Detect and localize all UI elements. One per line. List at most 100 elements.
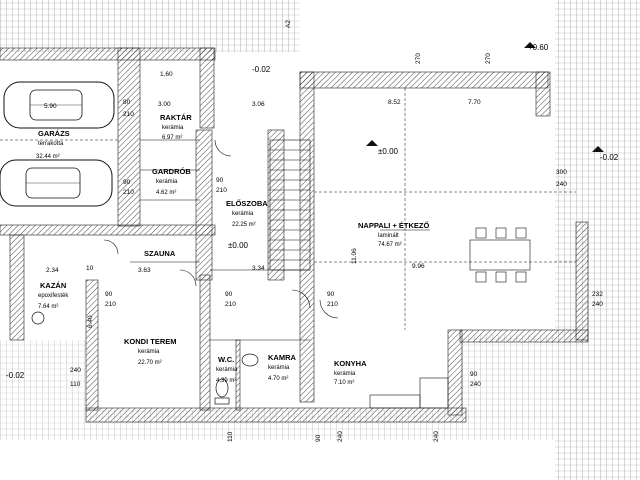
room-label-kamra: KAMRA kerámia 4.70 m² — [268, 353, 296, 382]
opening-label: 110 — [70, 381, 81, 388]
svg-text:32.44 m²: 32.44 m² — [36, 154, 60, 160]
svg-text:GARDRÓB: GARDRÓB — [152, 167, 191, 176]
opening-label: 90 — [216, 177, 224, 184]
opening-label: 300 — [556, 169, 567, 176]
svg-text:kerámia: kerámia — [232, 211, 254, 217]
svg-text:22.25 m²: 22.25 m² — [232, 222, 256, 228]
svg-text:22.70 m²: 22.70 m² — [138, 360, 162, 366]
level-hall: ±0.00 — [228, 241, 249, 250]
opening-label: 90 — [123, 179, 131, 186]
svg-text:7.64 m²: 7.64 m² — [38, 304, 58, 310]
svg-text:kerámia: kerámia — [156, 179, 178, 185]
room-label-raktar: RAKTÁR kerámia 6.97 m² — [160, 113, 192, 141]
level-top-right: +0.60 — [528, 43, 549, 52]
svg-text:W.C.: W.C. — [218, 355, 234, 364]
svg-text:KAMRA: KAMRA — [268, 353, 296, 362]
dimension-label: 2.34 — [46, 267, 59, 274]
room-label-garazs: GARÁZS terrakotta 32.44 m² — [36, 129, 70, 160]
opening-label: 90 — [470, 371, 478, 378]
svg-text:4.39 m²: 4.39 m² — [216, 378, 236, 384]
svg-text:4.70 m²: 4.70 m² — [268, 376, 288, 382]
car-icon — [0, 159, 113, 207]
opening-label: 210 — [105, 301, 116, 308]
exterior-walls — [0, 47, 589, 423]
opening-label: 90 — [225, 291, 233, 298]
room-label-kondi: KONDI TEREM kerámia 22.70 m² — [124, 337, 177, 366]
svg-text:terrakotta: terrakotta — [38, 141, 64, 147]
level-marker-icon — [366, 42, 604, 152]
opening-label: 240 — [70, 367, 81, 374]
opening-label: 232 — [592, 291, 603, 298]
room-label-wc: W.C. kerámia 4.39 m² — [216, 355, 238, 384]
opening-label: 240 — [433, 431, 440, 442]
room-label-gardrob: GARDRÓB kerámia 4.62 m² — [152, 167, 191, 196]
opening-label: 210 — [327, 301, 338, 308]
svg-text:epoxifesték: epoxifesték — [38, 293, 69, 299]
svg-text:6.97 m²: 6.97 m² — [162, 135, 182, 141]
boiler-icon — [31, 311, 45, 325]
opening-label: 90 — [327, 291, 335, 298]
opening-label: 210 — [123, 111, 134, 118]
room-label-konyha: KONYHA kerámia 7.10 m² — [334, 359, 367, 386]
dimension-label: 1.60 — [160, 71, 173, 78]
svg-text:kerámia: kerámia — [268, 365, 290, 371]
room-label-kazan: KAZÁN epoxifesték 7.64 m² — [38, 281, 69, 310]
svg-text:7.10 m²: 7.10 m² — [334, 380, 354, 386]
section-label: A2 — [285, 20, 292, 28]
svg-text:4.62 m²: 4.62 m² — [156, 190, 176, 196]
opening-label: 210 — [216, 187, 227, 194]
dimension-label: 3.34 — [252, 265, 265, 272]
svg-text:kerámia: kerámia — [138, 349, 160, 355]
opening-label: 210 — [225, 301, 236, 308]
dimension-label: 7.70 — [468, 99, 481, 106]
dimension-label: 3.06 — [252, 101, 265, 108]
dimension-label: 9.96 — [412, 263, 425, 270]
opening-label: 80 — [123, 99, 131, 106]
svg-text:GARÁZS: GARÁZS — [38, 129, 70, 138]
svg-text:SZAUNA: SZAUNA — [144, 249, 176, 258]
svg-text:kerámia: kerámia — [216, 367, 238, 373]
svg-text:RAKTÁR: RAKTÁR — [160, 113, 192, 122]
svg-text:KONYHA: KONYHA — [334, 359, 367, 368]
svg-text:ELŐSZOBA: ELŐSZOBA — [226, 199, 268, 208]
svg-text:kerámia: kerámia — [334, 371, 356, 377]
opening-label: 90 — [315, 434, 322, 442]
opening-label: 240 — [556, 181, 567, 188]
dining-table — [469, 227, 531, 283]
dimension-label: 11.06 — [351, 248, 358, 264]
level-top-mid: -0.02 — [252, 65, 271, 74]
dimension-label: 8.52 — [388, 99, 401, 106]
opening-label: 240 — [470, 381, 481, 388]
svg-text:74.67 m²: 74.67 m² — [378, 242, 402, 248]
svg-text:KAZÁN: KAZÁN — [40, 281, 66, 290]
opening-label: 110 — [227, 431, 234, 442]
svg-text:kerámia: kerámia — [162, 125, 184, 131]
opening-label: 240 — [592, 301, 603, 308]
dimension-label: 3.00 — [158, 101, 171, 108]
room-label-nappali: NAPPALI + ÉTKEZŐ laminált 74.67 m² — [358, 221, 429, 248]
opening-label: 270 — [415, 53, 422, 64]
level-bottom-left: -0.02 — [6, 371, 25, 380]
car-icon — [3, 81, 115, 129]
level-living: ±0.00 — [378, 147, 399, 156]
kitchen-counter — [369, 377, 449, 409]
svg-text:laminált: laminált — [378, 233, 399, 239]
room-label-szauna: SZAUNA — [144, 249, 176, 258]
dimension-label: 3.63 — [138, 267, 151, 274]
svg-text:KONDI TEREM: KONDI TEREM — [124, 337, 177, 346]
opening-label: 240 — [337, 431, 344, 442]
staircase — [269, 139, 311, 271]
dimension-label: 5.90 — [44, 103, 57, 110]
level-right: -0.02 — [600, 153, 619, 162]
opening-label: 270 — [485, 53, 492, 64]
toilet-icon — [214, 378, 230, 405]
opening-label: 10 — [86, 265, 94, 272]
room-label-eloszoba: ELŐSZOBA kerámia 22.25 m² — [226, 199, 268, 228]
door-swing — [103, 139, 339, 319]
dimension-label: 6.40 — [87, 315, 94, 328]
opening-label: 210 — [123, 189, 134, 196]
opening-label: 90 — [105, 291, 113, 298]
washbasin-icon — [241, 353, 259, 367]
